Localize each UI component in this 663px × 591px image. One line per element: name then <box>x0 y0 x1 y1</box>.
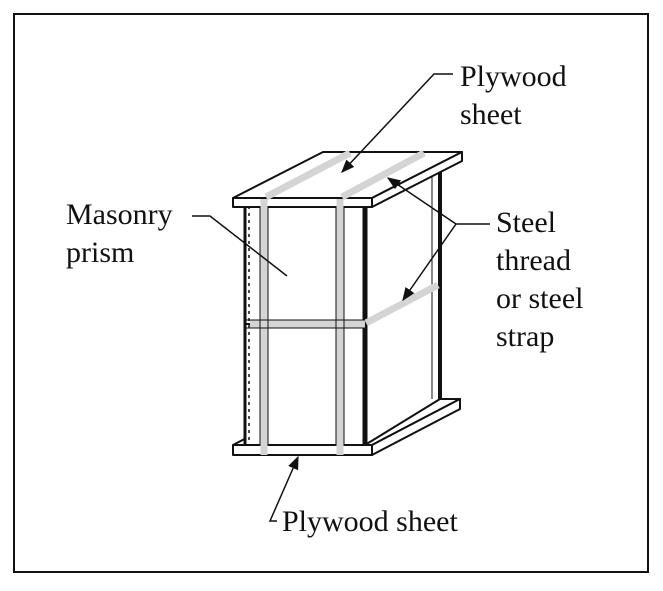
leader-steel-mid <box>402 223 457 302</box>
label-plywood-top-line2: sheet <box>460 98 522 131</box>
label-plywood-bottom: Plywood sheet <box>282 505 458 538</box>
label-steel-line1: Steel <box>496 206 556 239</box>
label-masonry-line1: Masonry <box>66 198 173 231</box>
label-masonry-line2: prism <box>66 236 134 269</box>
figure-frame <box>13 13 649 573</box>
label-steel-line3: or steel <box>496 282 583 315</box>
steel-straps <box>250 149 440 455</box>
label-steel-line4: strap <box>496 320 554 353</box>
labels: Plywood sheet Masonry prism Steel thread… <box>66 60 583 538</box>
leader-plywood-top <box>341 73 453 173</box>
leader-plywood-bottom <box>268 455 299 522</box>
label-steel-line2: thread <box>496 244 571 277</box>
leader-lines <box>192 73 490 522</box>
strap-outlines <box>245 207 365 445</box>
label-plywood-top-line1: Plywood <box>460 60 567 93</box>
leader-masonry-prism <box>192 215 288 277</box>
